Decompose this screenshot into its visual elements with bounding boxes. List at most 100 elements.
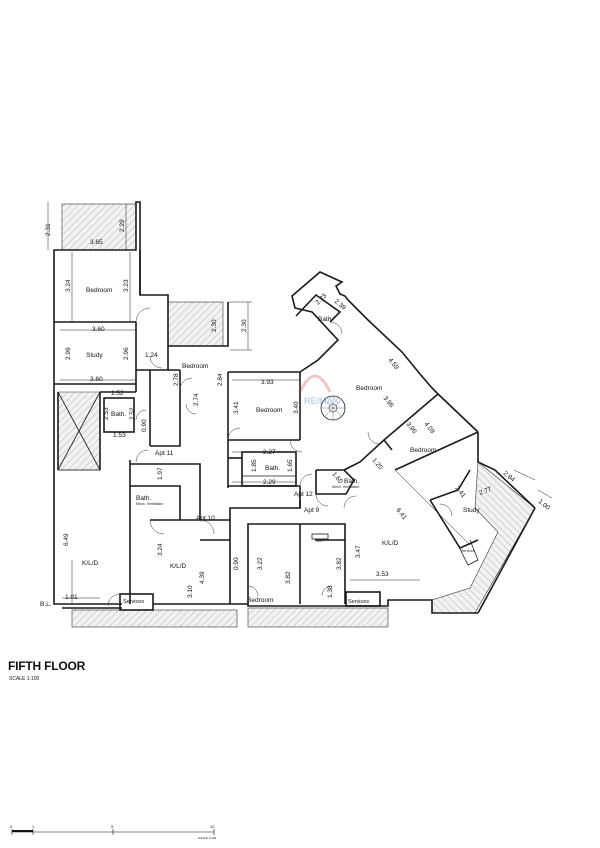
room-label-bath-apt10: Bath. (136, 495, 151, 502)
dim-138: 1.38 (327, 585, 334, 598)
dim-347: 3.47 (355, 545, 362, 558)
dim-353: 3.53 (376, 571, 389, 578)
terrace-mid (167, 301, 224, 347)
room-label-bath-nw: Bath. (111, 411, 126, 418)
dim-324b: 3.24 (157, 543, 164, 556)
scale-tick-10: 10 (210, 824, 215, 829)
room-label-bedroom-south: Bedroom (247, 597, 273, 604)
dim-393: 3.93 (261, 379, 274, 386)
room-label-services-west: Services (123, 599, 144, 605)
bl-label: B.L. (40, 601, 52, 608)
dim-124: 1.24 (145, 352, 158, 359)
room-labels: Bedroom Study Bath. Bedroom K/L/D Servic… (40, 287, 480, 608)
dim-241: 2.41 (453, 485, 467, 500)
room-label-study-east: Study (463, 507, 480, 514)
room-label-services-east: Services (461, 549, 475, 553)
dim-229a: 2.29 (119, 219, 126, 232)
dim-090a: 0.90 (141, 419, 148, 432)
dim-185: 1.85 (251, 459, 258, 472)
dim-153: 1.53 (113, 432, 126, 439)
room-label-bedroom-center: Bedroom (256, 407, 282, 414)
dim-229b: 2.29 (263, 479, 276, 486)
dim-396a: 3.96 (381, 395, 395, 410)
apt-11-label: Apt 11 (155, 450, 174, 457)
outer-walls (53, 201, 536, 614)
dim-323: 3.23 (123, 279, 130, 292)
scale-tick-5: 5 (111, 824, 114, 829)
floor-title: FIFTH FLOOR (8, 659, 86, 673)
dim-197: 1.97 (157, 467, 164, 480)
dim-649: 6.49 (63, 533, 70, 546)
dim-296: 2.96 (123, 347, 130, 360)
dim-239: 2.39 (333, 298, 347, 312)
dim-230a: 2.30 (211, 319, 218, 332)
spiral-staircase (320, 395, 346, 421)
dim-230b: 2.30 (241, 319, 248, 332)
room-label-kld-apt10: K/L/D (170, 563, 187, 570)
room-label-kld-west: K/L/D (82, 560, 99, 567)
dim-278: 2.78 (173, 373, 180, 386)
dim-382b: 3.82 (336, 557, 343, 570)
dim-160: 1.60 (330, 471, 344, 486)
dim-101: 1.01 (65, 594, 78, 601)
dim-396b: 3.96 (404, 421, 418, 436)
dim-253: 2.53 (103, 407, 110, 420)
dim-299: 2.99 (65, 347, 72, 360)
dim-365: 3.65 (90, 239, 103, 246)
dim-409: 4.09 (422, 421, 436, 436)
dim-360b: 3.60 (90, 376, 103, 383)
dim-341: 3.41 (233, 401, 240, 414)
scale-bar: 0 1 5 10 SCALE 1:100 (10, 824, 217, 840)
room-label-bedroom-ne1: Bedroom (356, 385, 382, 392)
room-label-bedroom-nw: Bedroom (86, 287, 112, 294)
room-label-bath-apt9: Bath. (344, 478, 359, 485)
balcony-south (247, 607, 389, 628)
room-note-bath-apt9: Mech. Ventilation (332, 485, 359, 489)
dim-165: 1.65 (287, 459, 294, 472)
scale-tick-1: 1 (32, 824, 35, 829)
dim-340: 3.40 (293, 401, 300, 414)
room-label-bath-center: Bath. (265, 465, 280, 472)
room-label-study-nw: Study (86, 352, 103, 359)
dim-227: 2.27 (263, 449, 276, 456)
dim-459: 4.59 (386, 357, 400, 372)
dim-120: 1.20 (370, 457, 384, 472)
room-label-bath-ne: Bath (318, 316, 332, 323)
room-note-bath-apt10: Mech. Ventilation (136, 502, 163, 506)
dim-277: 2.77 (478, 486, 493, 497)
dim-360a: 3.60 (92, 326, 105, 333)
dim-382a: 3.82 (285, 571, 292, 584)
dim-274: 2.74 (193, 393, 200, 406)
dim-641: 6.41 (394, 507, 408, 522)
apt-9-label: Apt 9 (304, 507, 320, 514)
terrace-north (61, 203, 137, 251)
floor-scale: SCALE 1:100 (9, 676, 40, 682)
scale-bar-caption: SCALE 1:100 (198, 836, 217, 840)
dim-223: 2.23 (314, 292, 328, 306)
dim-090b: 0.90 (233, 557, 240, 570)
watermark-logo: RE/MAX (298, 374, 339, 406)
dim-439: 4.39 (199, 571, 206, 584)
room-label-bedroom-ne2: Bedroom (410, 447, 436, 454)
room-label-kld-east: K/L/D (382, 540, 399, 547)
apt-12-label: Apt 12 (294, 491, 313, 498)
room-label-services-south: Services (348, 599, 369, 605)
balcony-west (71, 609, 238, 628)
dimension-lines (47, 202, 553, 604)
dim-322: 3.22 (257, 557, 264, 570)
dim-100: 1.00 (537, 498, 551, 512)
door-swings (107, 307, 453, 607)
dim-284b: 2.84 (502, 470, 516, 484)
dim-284: 2.84 (217, 373, 224, 386)
scale-tick-0: 0 (10, 824, 13, 829)
window-tag: W/D (316, 539, 323, 543)
room-label-bedroom-mid: Bedroom (182, 363, 208, 370)
apartment-labels: Apt 11 Apt 10 Apt 9 Apt 12 (155, 450, 320, 522)
watermark-text: RE/MAX (304, 396, 339, 406)
dim-324a: 3.24 (65, 279, 72, 292)
dim-252: 2.52 (129, 407, 136, 420)
dim-231: 2.31 (45, 223, 52, 236)
dimension-labels: 2.31 3.65 2.29 3.24 3.23 3.60 2.99 2.96 … (45, 219, 551, 601)
dim-152: 1.52 (111, 390, 124, 397)
